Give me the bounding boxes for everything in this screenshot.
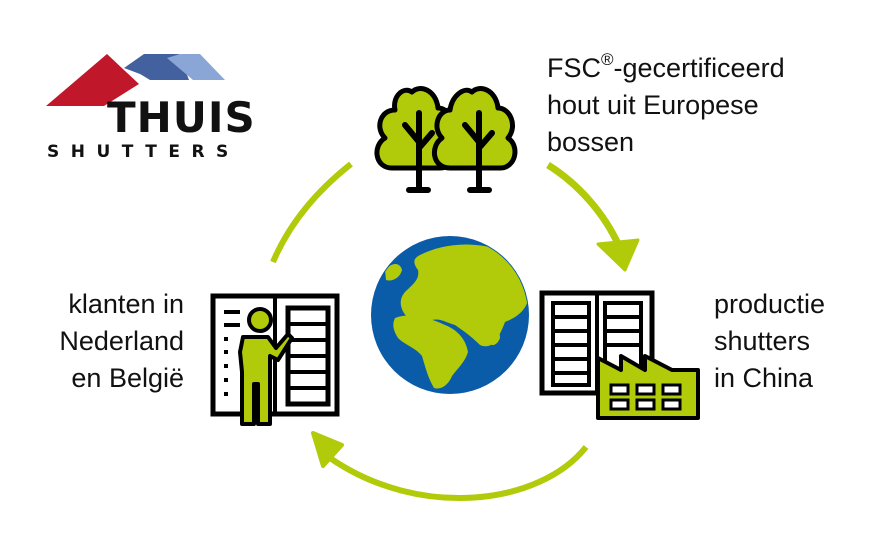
forest-label-line3: bossen bbox=[547, 127, 635, 157]
customer-label-line1: klanten in bbox=[68, 289, 184, 319]
factory-label: productie shutters in China bbox=[714, 286, 825, 397]
customer-label-line2: Nederland bbox=[59, 326, 184, 356]
forest-label-line2: hout uit Europese bbox=[547, 90, 759, 120]
globe-icon bbox=[371, 236, 529, 394]
factory-label-line2: shutters bbox=[714, 326, 811, 356]
trees-icon bbox=[374, 86, 518, 193]
arrow-factory-to-customer bbox=[311, 431, 589, 502]
logo-brand-shutters: SHUTTERS bbox=[47, 142, 240, 162]
forest-label: FSC®-gecertificeerd hout uit Europese bo… bbox=[547, 50, 785, 161]
registered-mark: ® bbox=[601, 50, 614, 69]
forest-label-line1: FSC®-gecertificeerd bbox=[547, 50, 785, 87]
customer-label: klanten in Nederland en België bbox=[24, 286, 184, 397]
factory-label-line3: in China bbox=[714, 363, 814, 393]
forest-label-rest: -gecertificeerd bbox=[613, 53, 785, 83]
forest-label-fsc: FSC bbox=[547, 53, 601, 83]
arrow-forest-to-factory bbox=[546, 162, 640, 272]
factory-shutters-icon bbox=[539, 290, 700, 420]
customer-label-line3: en België bbox=[71, 363, 184, 393]
person-shutters-icon bbox=[210, 293, 340, 426]
factory-label-line1: productie bbox=[714, 289, 826, 319]
logo-brand-thuis: THUIS bbox=[107, 93, 256, 142]
arrow-customer-to-forest bbox=[270, 161, 353, 264]
